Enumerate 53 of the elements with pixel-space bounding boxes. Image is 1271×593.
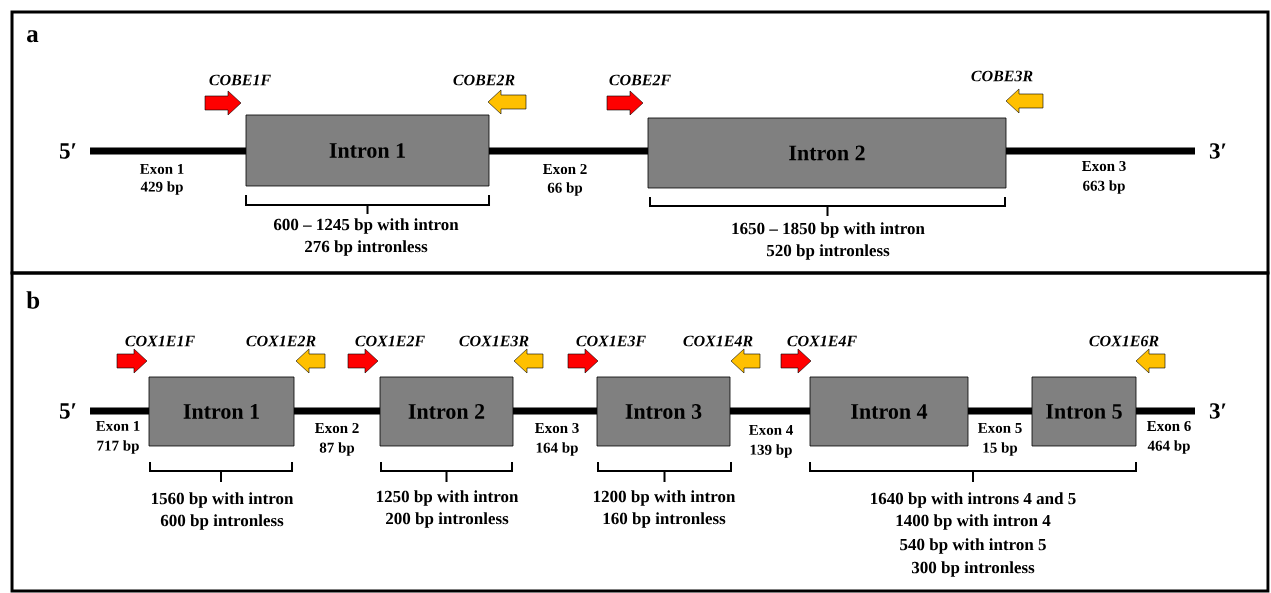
primer-label: COBE2R — [453, 74, 515, 86]
primer-label: COX1E3R — [459, 335, 529, 347]
strand-end-label: 5′ — [59, 143, 76, 159]
size-label: 1640 bp with introns 4 and 5 — [871, 492, 1076, 508]
strand-end-label: 5′ — [59, 403, 76, 419]
primer-label: COX1E4F — [787, 335, 857, 347]
size-label: 1250 bp with intron — [376, 490, 519, 506]
primer-label: COX1E2F — [355, 335, 425, 347]
size-label: 200 bp intronless — [386, 512, 509, 528]
primer-label: COX1E2R — [246, 335, 316, 347]
primer-label: COX1E1F — [125, 335, 195, 347]
size-label: 160 bp intronless — [603, 512, 726, 528]
size-label: 300 bp intronless — [911, 561, 1035, 577]
intron-box: Intron 1 — [245, 114, 490, 187]
primer-label: COX1E3F — [576, 335, 646, 347]
exon-label: Exon 3 — [1081, 160, 1126, 172]
exon-label: 87 bp — [319, 442, 355, 456]
intron-box: Intron 2 — [647, 117, 1007, 189]
primer-label: COBE2F — [609, 74, 671, 86]
size-label: 600 – 1245 bp with intron — [273, 218, 459, 234]
size-label: 276 bp intronless — [305, 240, 428, 256]
primer-label: COBE3R — [971, 70, 1033, 82]
intron-box: Intron 2 — [379, 376, 514, 447]
exon-label: Exon 4 — [748, 425, 793, 435]
exon-label: 164 bp — [536, 442, 578, 456]
intron-box: Intron 5 — [1031, 376, 1137, 447]
size-label: 540 bp with intron 5 — [900, 538, 1046, 554]
exon-label: Exon 5 — [977, 423, 1022, 433]
intron-box: Intron 4 — [809, 376, 969, 447]
intron-box: Intron 1 — [148, 376, 295, 447]
size-label: 520 bp intronless — [766, 244, 890, 260]
exon-label: 429 bp — [140, 181, 183, 195]
exon-label: Exon 2 — [542, 163, 587, 175]
primer-label: COX1E6R — [1089, 335, 1159, 347]
exon-label: 15 bp — [983, 442, 1018, 456]
size-label: 1400 bp with intron 4 — [896, 514, 1051, 530]
exon-label: 717 bp — [97, 440, 139, 454]
primer-label: COX1E4R — [683, 335, 753, 347]
size-label: 600 bp intronless — [160, 514, 284, 530]
strand-end-label: 3′ — [1209, 403, 1226, 419]
primer-label: COBE1F — [209, 74, 271, 86]
exon-label: 464 bp — [1147, 440, 1190, 454]
exon-label: 663 bp — [1083, 180, 1125, 194]
exon-label: Exon 1 — [139, 164, 184, 174]
intron-box: Intron 3 — [596, 376, 731, 447]
size-label: 1650 – 1850 bp with intron — [732, 222, 925, 238]
size-label: 1560 bp with intron — [151, 492, 294, 508]
exon-label: Exon 2 — [314, 422, 359, 434]
exon-label: 66 bp — [547, 182, 583, 196]
exon-label: Exon 3 — [534, 422, 579, 434]
size-label: 1200 bp with intron — [593, 490, 736, 506]
strand-end-label: 3′ — [1209, 143, 1226, 159]
exon-label: 139 bp — [750, 444, 792, 458]
